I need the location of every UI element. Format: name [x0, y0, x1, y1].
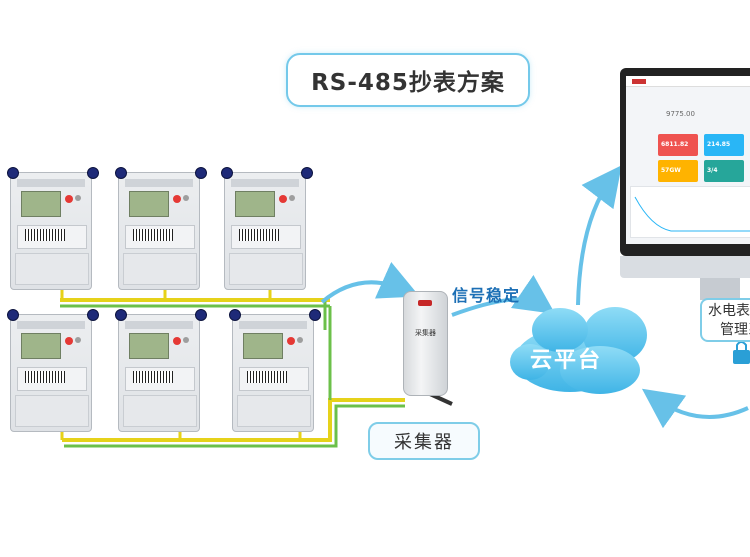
right-riser	[323, 300, 332, 400]
meter-upper-2	[115, 167, 207, 290]
arrow-management-to-cloud	[641, 388, 749, 429]
collector-label: 采集器	[368, 422, 480, 460]
cloud-label: 云平台	[530, 348, 603, 373]
collector-device-text: 采集器	[415, 329, 436, 337]
barcode-icon	[133, 229, 173, 241]
meter-screw-icon	[7, 167, 19, 179]
meter-display	[243, 333, 283, 359]
arrow-cloud-to-monitor	[576, 165, 622, 306]
barcode-icon	[25, 229, 65, 241]
barcode-icon	[25, 371, 65, 383]
barcode-icon	[133, 371, 173, 383]
meter-screw-icon	[7, 309, 19, 321]
dashboard-tile-4: 3/4	[704, 160, 744, 182]
meter-screw-icon	[87, 167, 99, 179]
dashboard-tile-1: 6811.82	[658, 134, 698, 156]
meter-screw-icon	[195, 309, 207, 321]
lock-icon	[733, 341, 750, 364]
meter-display	[21, 191, 61, 217]
monitor-stand	[700, 278, 740, 300]
meter-lower-2	[115, 309, 207, 432]
meter-screw-icon	[221, 167, 233, 179]
meter-screw-icon	[115, 309, 127, 321]
arrow-collector-to-cloud	[451, 274, 556, 317]
collector-indicator-light	[418, 300, 432, 306]
barcode-icon	[239, 229, 279, 241]
monitor-base	[620, 256, 750, 278]
meter-display	[21, 333, 61, 359]
dashboard-reading-1: 9775.00	[666, 110, 695, 118]
meter-lower-1	[7, 309, 99, 432]
meter-display	[129, 191, 169, 217]
meter-screw-icon	[309, 309, 321, 321]
meter-screw-icon	[115, 167, 127, 179]
page-title: RS-485抄表方案	[286, 53, 530, 107]
meter-screw-icon	[229, 309, 241, 321]
meter-upper-1	[7, 167, 99, 290]
meter-screw-icon	[195, 167, 207, 179]
dashboard-tile-3: 57GW	[658, 160, 698, 182]
meter-lower-3	[229, 309, 321, 432]
dashboard-screen: 9775.00 38 6811.82 214.85 57GW 3/4	[626, 76, 750, 244]
meter-display	[235, 191, 275, 217]
management-line-2: 管理系	[720, 322, 750, 338]
management-line-1: 水电表	[708, 303, 750, 319]
arrow-meters-to-collector	[320, 261, 420, 304]
dashboard-tile-2: 214.85	[704, 134, 744, 156]
lower-bus-green	[64, 404, 405, 448]
lower-bus-yellow	[62, 398, 405, 442]
signal-label: 信号稳定	[452, 286, 521, 305]
dashboard-chart	[630, 186, 750, 238]
collector-device: 采集器	[403, 291, 448, 396]
barcode-icon	[247, 371, 287, 383]
meter-upper-3	[221, 167, 313, 290]
meter-screw-icon	[87, 309, 99, 321]
monitor: 9775.00 38 6811.82 214.85 57GW 3/4	[620, 68, 750, 256]
management-system-box: 水电表 管理系	[700, 298, 750, 342]
cloud-shape	[510, 307, 647, 394]
meter-screw-icon	[301, 167, 313, 179]
dashboard-logo-icon	[632, 78, 646, 84]
meter-display	[129, 333, 169, 359]
dashboard-header	[626, 76, 750, 87]
